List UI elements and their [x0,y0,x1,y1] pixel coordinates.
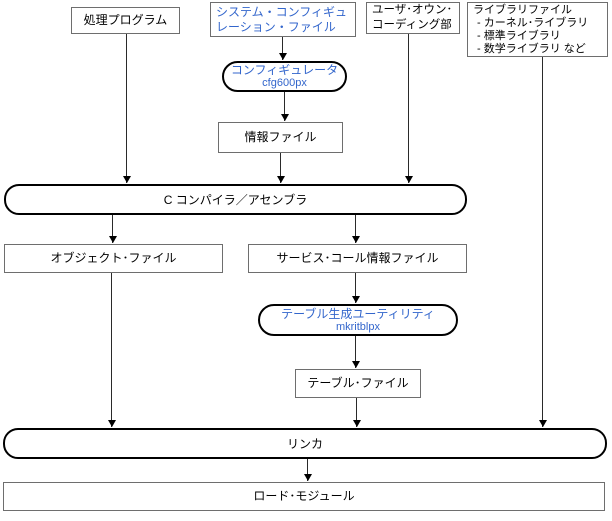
arrow-info-file-to-compiler [276,153,285,183]
node-label: リンカ [286,436,323,451]
node-label-line1: システム・コンフィギュ [216,4,348,19]
node-label-line2: レーション・ファイル [216,19,336,34]
library-files-item: - 数学ライブラリ など [477,42,586,55]
arrow-compiler-to-object-file [108,215,117,243]
node-configurator: コンフィギュレータ cfg600px [222,61,347,92]
arrow-system-config-to-configurator [278,37,287,60]
node-label: テーブル生成ユーティリティ [281,306,435,321]
arrow-configurator-to-info-file [280,92,289,121]
node-c-compiler-assembler: C コンパイラ／アセンブラ [4,184,467,215]
node-info-file: 情報ファイル [218,122,343,153]
arrow-processing-program-to-compiler [122,34,131,183]
node-label: テーブル･ファイル [307,376,409,390]
node-label: C コンパイラ／アセンブラ [163,192,308,207]
arrow-linker-to-load-module [303,459,312,481]
node-label: コンフィギュレータ [230,63,339,77]
arrow-table-file-to-linker [352,398,361,427]
node-label: サービス･コール情報ファイル [276,251,439,265]
node-service-call-info-file: サービス･コール情報ファイル [248,244,467,273]
arrow-compiler-to-service-call-file [351,215,360,243]
node-command: cfg600px [262,77,307,89]
node-label-line2: コーディング部 [372,19,452,31]
node-load-module: ロード･モジュール [3,482,605,511]
node-processing-program: 処理プログラム [71,7,180,34]
node-command: mkritblpx [335,320,380,333]
library-files-title: ライブラリファイル [473,3,572,16]
arrow-table-gen-to-table-file [351,336,360,368]
library-files-item: - カーネル･ライブラリ [477,16,589,29]
node-linker: リンカ [3,428,607,459]
node-system-config-file: システム・コンフィギュ レーション・ファイル [210,2,356,37]
arrow-object-file-to-linker [107,273,116,427]
node-label: ロード･モジュール [253,489,355,503]
node-user-own-coding: ユーザ･オウン･ コーディング部 [366,2,460,34]
node-table-file: テーブル･ファイル [295,369,421,398]
node-label-line1: ユーザ･オウン･ [372,4,453,16]
node-object-file: オブジェクト･ファイル [4,244,223,273]
node-label: オブジェクト･ファイル [50,251,177,265]
node-library-files: ライブラリファイル - カーネル･ライブラリ - 標準ライブラリ - 数学ライブ… [467,2,608,57]
node-label: 処理プログラム [83,13,168,27]
library-files-item: - 標準ライブラリ [477,29,561,42]
arrow-service-call-file-to-table-gen [351,273,360,303]
node-table-gen-utility: テーブル生成ユーティリティ mkritblpx [258,304,458,336]
arrow-library-files-to-linker [538,57,547,427]
arrow-user-own-coding-to-compiler [404,34,413,183]
node-label: 情報ファイル [244,130,317,144]
